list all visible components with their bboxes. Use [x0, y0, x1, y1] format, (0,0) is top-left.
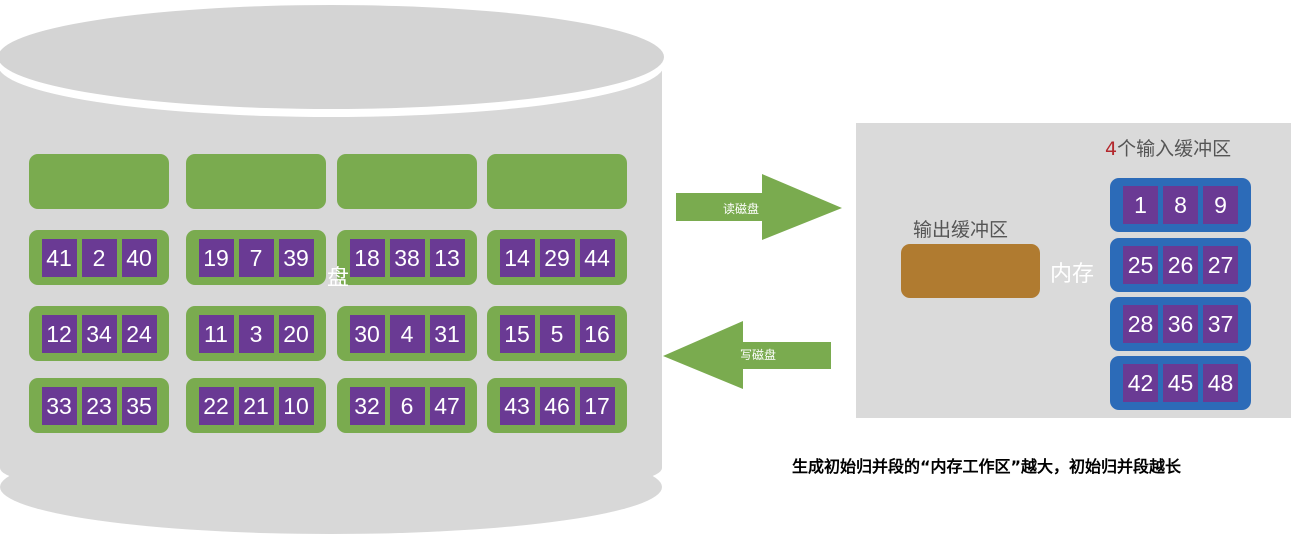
record-cell: 16: [579, 314, 615, 353]
write-arrow: [663, 321, 831, 389]
record-cell: 31: [429, 314, 465, 353]
record-cell: 32: [349, 386, 385, 425]
record-cell: 19: [198, 238, 234, 277]
output-buffer-label: 输出缓冲区: [913, 219, 1009, 241]
caption: 生成初始归并段的“内存工作区”越大，初始归并段越长: [792, 457, 1182, 476]
read-arrow-label: 读磁盘: [723, 202, 760, 216]
memory-label: 内存: [1050, 262, 1095, 287]
record-cell: 40: [121, 238, 157, 277]
input-buffer-count: 4: [1105, 138, 1118, 160]
record-cell: 10: [278, 386, 314, 425]
record-cell: 33: [41, 386, 77, 425]
record-cell: 17: [579, 386, 615, 425]
record-cell: 5: [539, 314, 575, 353]
buffer-cell: 42: [1123, 364, 1158, 402]
buffer-cell: 1: [1123, 186, 1158, 224]
record-cell: 43: [499, 386, 535, 425]
disk-empty-block-1: [29, 154, 169, 209]
record-cell: 47: [429, 386, 465, 425]
record-cell: 21: [238, 386, 274, 425]
record-cell: 38: [389, 238, 425, 277]
buffer-cell: 36: [1163, 305, 1198, 343]
read-arrow: [676, 174, 842, 240]
record-cell: 22: [198, 386, 234, 425]
buffer-cell: 45: [1163, 364, 1198, 402]
record-cell: 3: [238, 314, 274, 353]
buffer-cell: 37: [1203, 305, 1238, 343]
buffer-cell: 27: [1203, 246, 1238, 284]
disk-empty-block-3: [337, 154, 477, 209]
record-cell: 29: [539, 238, 575, 277]
input-buffer-label: 个输入缓冲区: [1117, 138, 1232, 160]
record-cell: 23: [81, 386, 117, 425]
record-cell: 7: [238, 238, 274, 277]
disk-top: [0, 5, 664, 109]
record-cell: 15: [499, 314, 535, 353]
record-cell: 24: [121, 314, 157, 353]
record-cell: 12: [41, 314, 77, 353]
record-cell: 18: [349, 238, 385, 277]
record-cell: 4: [389, 314, 425, 353]
write-arrow-label: 写磁盘: [740, 348, 777, 362]
record-cell: 39: [278, 238, 314, 277]
buffer-cell: 26: [1163, 246, 1198, 284]
record-cell: 14: [499, 238, 535, 277]
output-buffer: [901, 244, 1040, 298]
record-cell: 46: [539, 386, 575, 425]
record-cell: 20: [278, 314, 314, 353]
record-cell: 34: [81, 314, 117, 353]
record-cell: 13: [429, 238, 465, 277]
record-cell: 2: [81, 238, 117, 277]
buffer-cell: 28: [1123, 305, 1158, 343]
input-buffer-title: 4个输入缓冲区: [1105, 134, 1231, 161]
record-cell: 11: [198, 314, 234, 353]
partially-hidden-glyph: 盘: [327, 266, 350, 291]
buffer-cell: 9: [1203, 186, 1238, 224]
record-cell: 44: [579, 238, 615, 277]
record-cell: 6: [389, 386, 425, 425]
disk-empty-block-2: [186, 154, 326, 209]
buffer-cell: 48: [1203, 364, 1238, 402]
disk-empty-block-4: [487, 154, 627, 209]
record-cell: 30: [349, 314, 385, 353]
buffer-cell: 25: [1123, 246, 1158, 284]
record-cell: 41: [41, 238, 77, 277]
record-cell: 35: [121, 386, 157, 425]
buffer-cell: 8: [1163, 186, 1198, 224]
